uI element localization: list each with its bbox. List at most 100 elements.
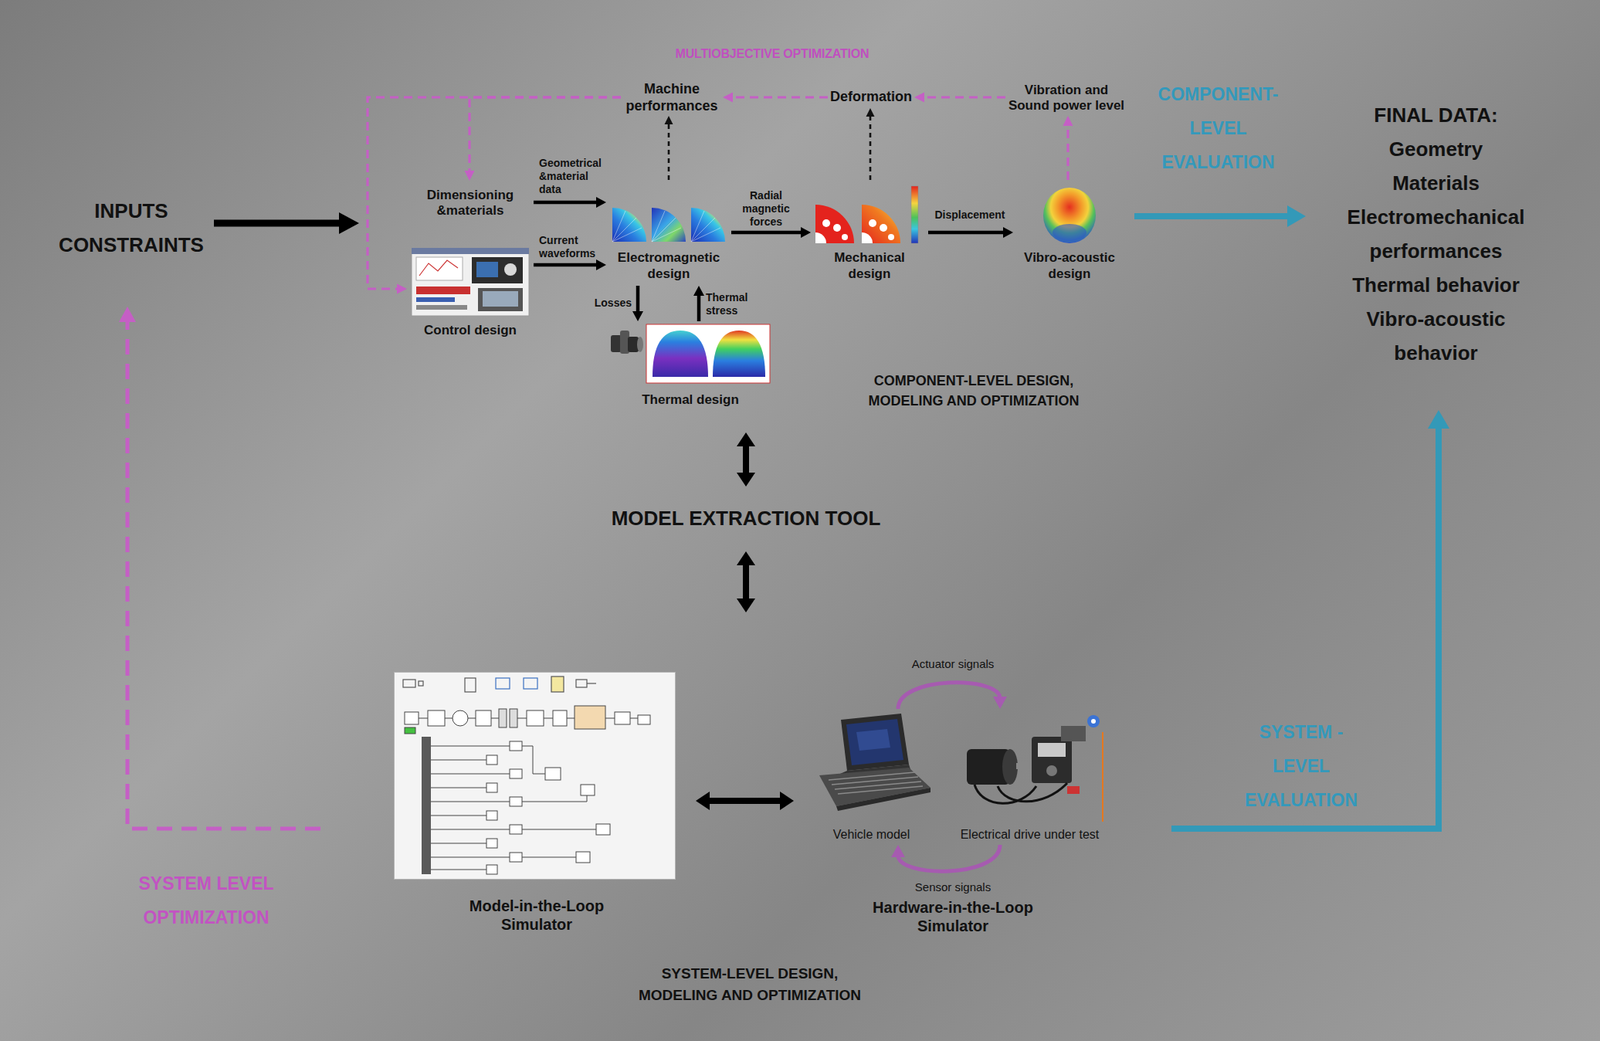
temperature-domes-part (646, 324, 770, 384)
connector (722, 92, 828, 103)
node-text: Model-in-the-Loop Simulator (447, 896, 626, 934)
stator-section-part (868, 219, 877, 228)
image-box-fill (802, 708, 941, 845)
connector-line (928, 230, 1005, 235)
text-area: Dimensioning &materials (406, 180, 534, 226)
field-wedge (612, 207, 726, 242)
screen-window-part (411, 247, 529, 316)
bus-lines-part (509, 796, 523, 807)
arrowhead (664, 115, 674, 125)
text-area: Machine performances (620, 80, 723, 116)
connector-line (636, 285, 641, 313)
connector-line (922, 95, 1006, 99)
node-text: Vehicle model (805, 827, 938, 842)
label-slot: Sensor signals (902, 880, 1004, 895)
bus-lines-part (486, 755, 498, 765)
toolbar-icons-part (418, 681, 424, 686)
laptop-picture (802, 708, 941, 825)
process-box: Vibro-acoustic design (1013, 179, 1126, 286)
stator-section-part (879, 223, 888, 232)
arrowhead (1287, 205, 1306, 228)
field-plot (606, 179, 732, 250)
screen-window-part (482, 291, 519, 307)
edge-label: Current waveforms (538, 233, 604, 261)
connector (928, 227, 1014, 238)
screen-window-part (471, 257, 523, 284)
input-box: INPUTS CONSTRAINTS (48, 149, 214, 307)
screen-window-part (416, 305, 468, 310)
text-area: Hardware-in-the-Loop Simulator (793, 648, 1112, 940)
connector (533, 259, 607, 271)
arrowhead (736, 598, 756, 613)
signal-chain-part (552, 710, 567, 726)
output-box: FINAL DATA:GeometryMaterialsElectromecha… (1305, 57, 1567, 411)
laptop-part (840, 713, 909, 771)
edge-label: COMPONENT-LEVEL EVALUATION (1146, 77, 1290, 180)
signal-chain-part (509, 708, 518, 728)
connector-line (898, 844, 1000, 872)
connector-line (697, 294, 702, 322)
bus-lines-part (486, 838, 498, 848)
connector-line (1066, 124, 1069, 180)
node-text: FINAL DATA: (1332, 98, 1541, 133)
signal-chain-part (574, 705, 606, 729)
edge-label: Sensor signals (902, 880, 1004, 895)
stator-section-part (841, 233, 848, 241)
drive-hardware-part (1002, 749, 1018, 785)
drive-hardware-part (1031, 736, 1072, 784)
screen-window-part (504, 263, 517, 276)
process-box: Dimensioning &materials (406, 180, 534, 226)
motor-parts-part (627, 336, 639, 353)
drive-hardware-part (1101, 732, 1104, 822)
connector-line (533, 263, 598, 268)
node-text: Machine performances (620, 81, 723, 115)
label-slot: Losses (577, 296, 632, 310)
laptop-part (836, 787, 931, 811)
drive-hardware-part (974, 783, 1068, 804)
drive-hardware-part (1067, 786, 1080, 794)
node-text: Thermal design (610, 392, 770, 408)
screen-window-part (416, 297, 455, 302)
toolbar-icons-part (551, 676, 564, 692)
arrowhead (993, 696, 1007, 709)
node-text: Hardware-in-the-Loop Simulator (864, 898, 1042, 936)
simulator-panel: Model-in-the-Loop Simulator (377, 644, 696, 940)
drive-hardware-part (1046, 765, 1058, 777)
label-slot: Thermal stress (705, 291, 762, 318)
system-panel: SYSTEM-LEVEL DESIGN, MODELING AND OPTIMI… (320, 612, 1172, 1019)
edge-label: Displacement (931, 208, 1009, 222)
connector-line (731, 95, 828, 99)
connector-line (667, 122, 671, 180)
node-text: Control design (410, 322, 530, 339)
drive-hardware (966, 715, 1103, 822)
connector (213, 212, 360, 234)
panel-title: SYSTEM-LEVEL DESIGN, MODELING AND OPTIMI… (630, 962, 870, 1006)
screen-window-part (411, 247, 529, 255)
label-slot: Actuator signals (902, 657, 1004, 672)
connector (891, 844, 1000, 872)
arrowhead (1427, 410, 1450, 429)
text-area: Mechanical design (810, 179, 929, 286)
arrowhead (632, 311, 644, 322)
bus-lines-part (486, 783, 498, 793)
text-area: Electromagnetic design (606, 179, 732, 286)
arrowhead (800, 227, 811, 238)
process-box: Thermal design (606, 321, 775, 412)
input-box-fill (48, 149, 214, 307)
stator-section-part (861, 204, 901, 244)
model-canvas (394, 672, 676, 880)
node-text: Electromagnetic design (610, 250, 727, 282)
drive-hardware-part (1061, 725, 1086, 742)
connector-line (742, 444, 750, 475)
motor-parts-part (637, 336, 644, 353)
bus-bar (421, 736, 431, 875)
node-text: MODEL EXTRACTION TOOL (498, 506, 994, 531)
text-area: Vehicle model (802, 708, 941, 845)
edge-label: Radial magnetic forces (737, 189, 795, 229)
stress-plot (810, 179, 929, 250)
image-box: Vehicle model (802, 708, 941, 845)
screen-window-part (477, 288, 523, 312)
field-wedge-part (612, 210, 721, 242)
bus-lines-part (509, 824, 523, 834)
signal-chain-part (418, 718, 638, 719)
